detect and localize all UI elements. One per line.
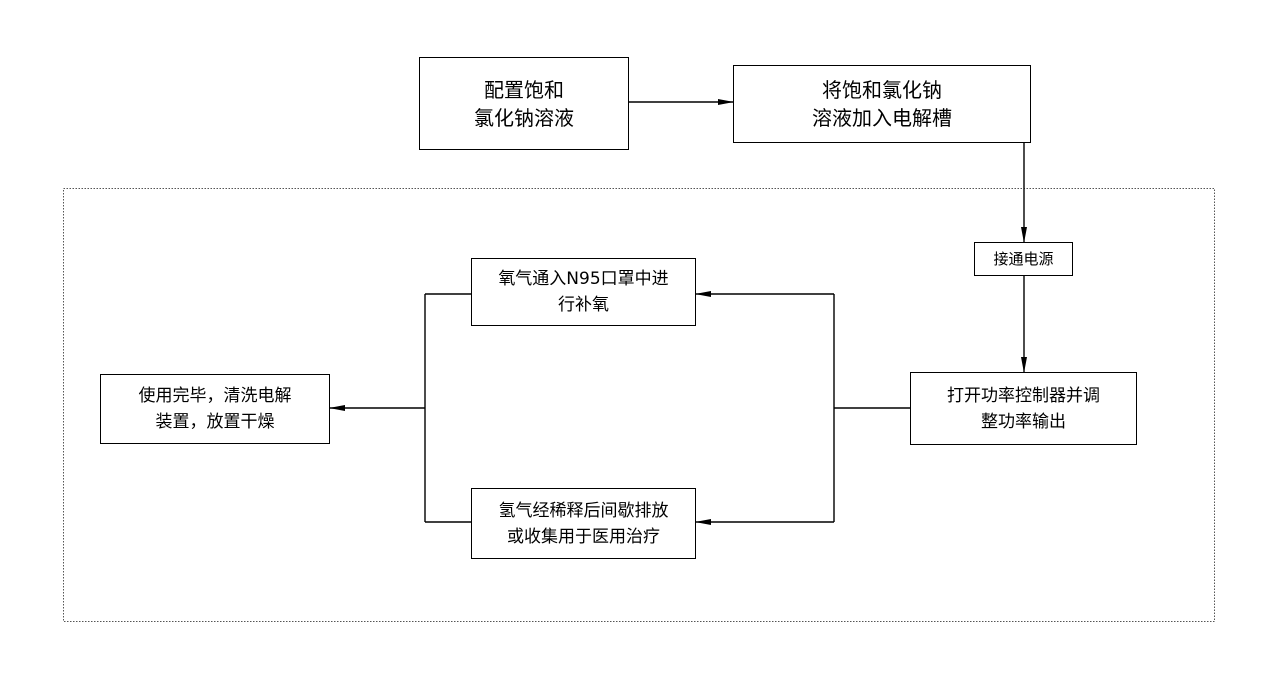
step-open-controller-text: 打开功率控制器并调 整功率输出: [947, 385, 1100, 432]
step-finish-clean-text: 使用完毕，清洗电解 装置，放置干燥: [138, 386, 292, 432]
step-finish-clean: 使用完毕，清洗电解 装置，放置干燥: [100, 374, 330, 444]
step-prepare-solution-text: 配置饱和 氯化钠溶液: [474, 77, 574, 130]
step-oxygen-to-mask-text: 氧气通入N95口罩中进 行补氧: [498, 269, 669, 315]
step-add-to-cell-text: 将饱和氯化钠 溶液加入电解槽: [812, 78, 952, 130]
step-hydrogen-disposal-text: 氢气经稀释后间歇排放 或收集用于医用治疗: [498, 500, 669, 547]
step-oxygen-to-mask: 氧气通入N95口罩中进 行补氧: [471, 258, 696, 326]
step-connect-power: 接通电源: [974, 242, 1073, 276]
step-prepare-solution: 配置饱和 氯化钠溶液: [419, 57, 629, 150]
step-connect-power-text: 接通电源: [993, 250, 1054, 268]
step-hydrogen-disposal: 氢气经稀释后间歇排放 或收集用于医用治疗: [471, 488, 696, 559]
step-add-to-cell: 将饱和氯化钠 溶液加入电解槽: [733, 65, 1031, 143]
step-open-controller: 打开功率控制器并调 整功率输出: [910, 372, 1137, 445]
